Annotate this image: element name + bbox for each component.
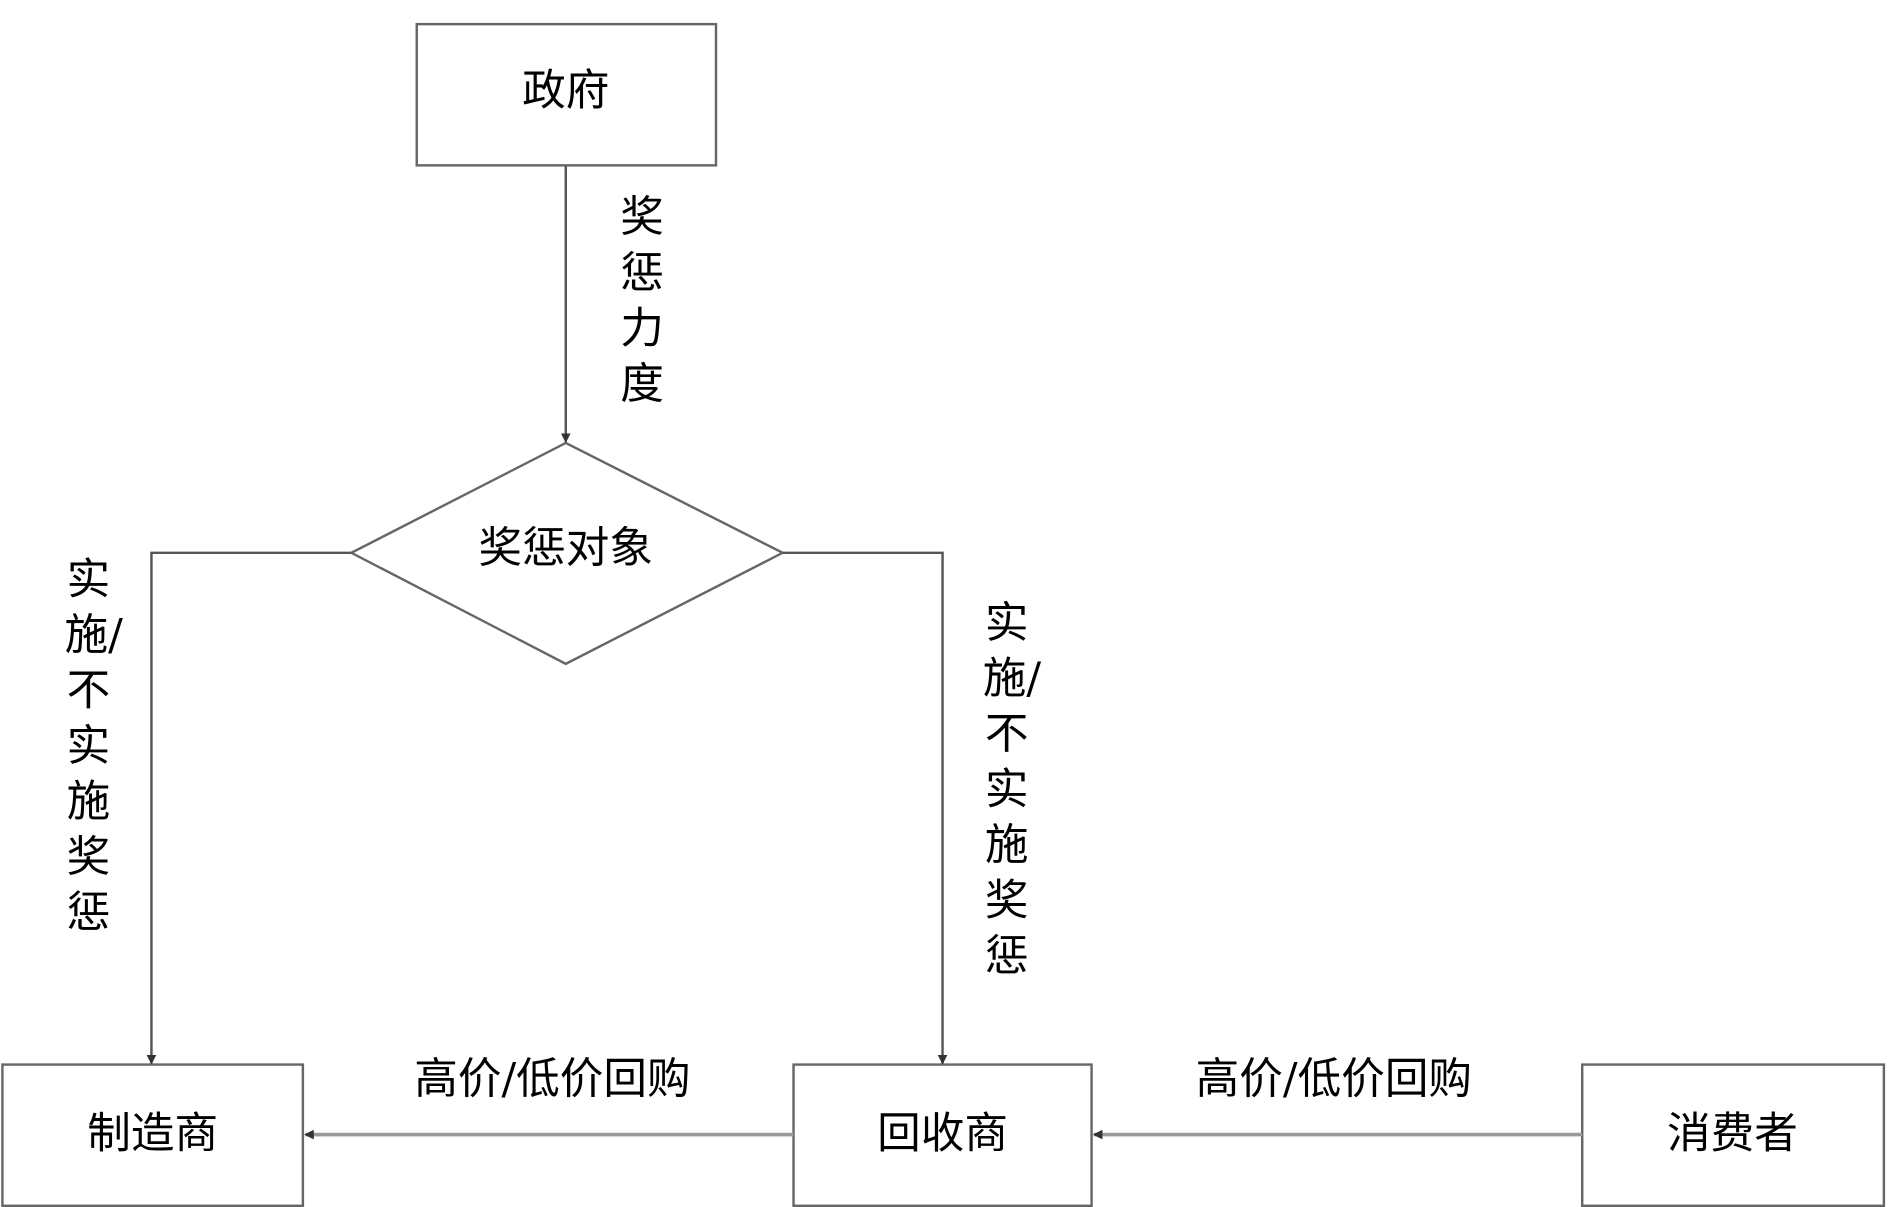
- edge-label-recycler-incentive: 实施/不实施奖惩: [982, 598, 1042, 982]
- edge-label-recycler-buyback: 高价/低价回购: [414, 1054, 691, 1105]
- arrow-decision-to-manufacturer: [146, 551, 352, 1065]
- decision-diamond: [348, 441, 786, 666]
- arrow-decision-to-recycler: [782, 551, 948, 1065]
- government-box: [415, 22, 718, 167]
- government-label: 政府: [522, 66, 610, 116]
- edge-label-incentive-strength: 奖惩力度: [620, 193, 664, 410]
- recycler-label: 回收商: [877, 1109, 1008, 1159]
- edge-label-manufacturer-incentive: 实施/不实施奖惩: [64, 555, 123, 939]
- manufacturer-box: [1, 1063, 305, 1207]
- consumer-label: 消费者: [1667, 1109, 1798, 1159]
- manufacturer-label: 制造商: [87, 1109, 219, 1159]
- decision-label: 奖惩对象: [478, 523, 654, 574]
- edge-label-consumer-buyback: 高价/低价回购: [1195, 1054, 1473, 1105]
